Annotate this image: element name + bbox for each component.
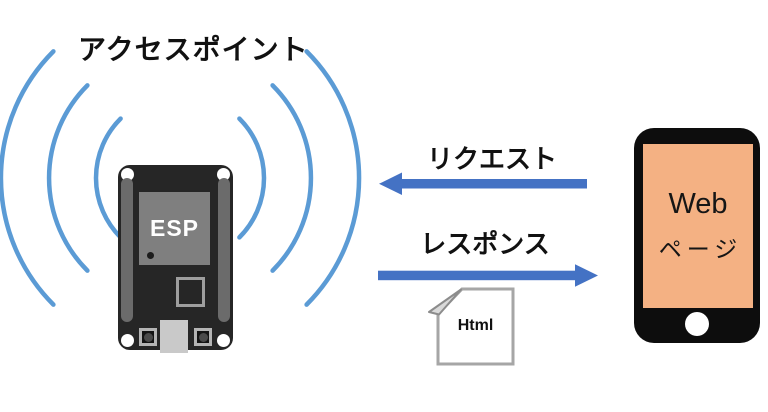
html-file-icon <box>428 287 515 366</box>
response-arrow <box>378 264 598 287</box>
wifi-arc-left-mid <box>46 83 90 273</box>
smartphone: Web ページ <box>634 128 760 343</box>
module-outline <box>176 277 205 307</box>
wifi-arc-left-inner <box>93 116 123 240</box>
button-cap-icon <box>143 332 153 342</box>
board-button-left <box>139 328 157 346</box>
mount-hole-icon <box>217 168 230 181</box>
wifi-arc-right-mid <box>270 83 314 273</box>
html-file-label: Html <box>457 317 494 334</box>
home-button-icon <box>685 312 709 336</box>
usb-connector <box>160 320 188 353</box>
smartphone-screen: Web ページ <box>643 144 753 308</box>
mount-hole-icon <box>217 334 230 347</box>
esp-board: ESP <box>118 165 233 353</box>
web-page-label-line2: ページ <box>658 236 743 262</box>
wifi-arc-left-outer <box>0 49 56 307</box>
access-point-label: アクセスポイント <box>78 34 309 65</box>
esp-chip-label: ESP <box>149 215 200 241</box>
mount-hole-icon <box>121 334 134 347</box>
request-label: リクエスト <box>426 144 557 174</box>
chip-dot-icon <box>147 252 154 259</box>
board-button-right <box>194 328 212 346</box>
request-arrow <box>379 172 587 195</box>
button-cap-icon <box>198 332 208 342</box>
mount-hole-icon <box>121 168 134 181</box>
pin-header-left <box>121 178 133 322</box>
wifi-arc-right-inner <box>237 116 267 240</box>
pin-header-right <box>218 178 230 322</box>
esp-chip: ESP <box>139 192 210 265</box>
response-label: レスポンス <box>420 229 550 259</box>
web-page-label-line1: Web <box>668 188 728 220</box>
folded-corner <box>428 288 462 316</box>
wifi-arc-right-outer <box>304 49 362 307</box>
